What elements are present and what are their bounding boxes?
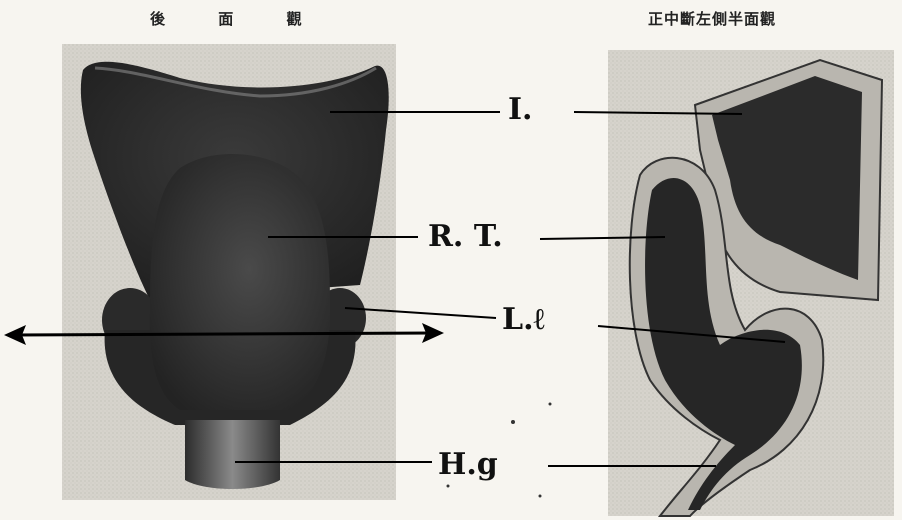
- hypophyseal-stalk: [185, 420, 280, 489]
- label-infundibulum: I.: [508, 95, 532, 125]
- speck: [549, 403, 552, 406]
- speck: [447, 485, 450, 488]
- speck: [511, 420, 515, 424]
- label-lateral-lobe: L.ℓ: [502, 305, 545, 335]
- orientation-arrow-line: [14, 333, 434, 335]
- speck: [539, 495, 542, 498]
- label-rathke-tube: R. T.: [428, 222, 503, 252]
- label-hypophyseal-gland: H.g: [438, 450, 498, 480]
- rathke-pouch-body: [150, 154, 331, 410]
